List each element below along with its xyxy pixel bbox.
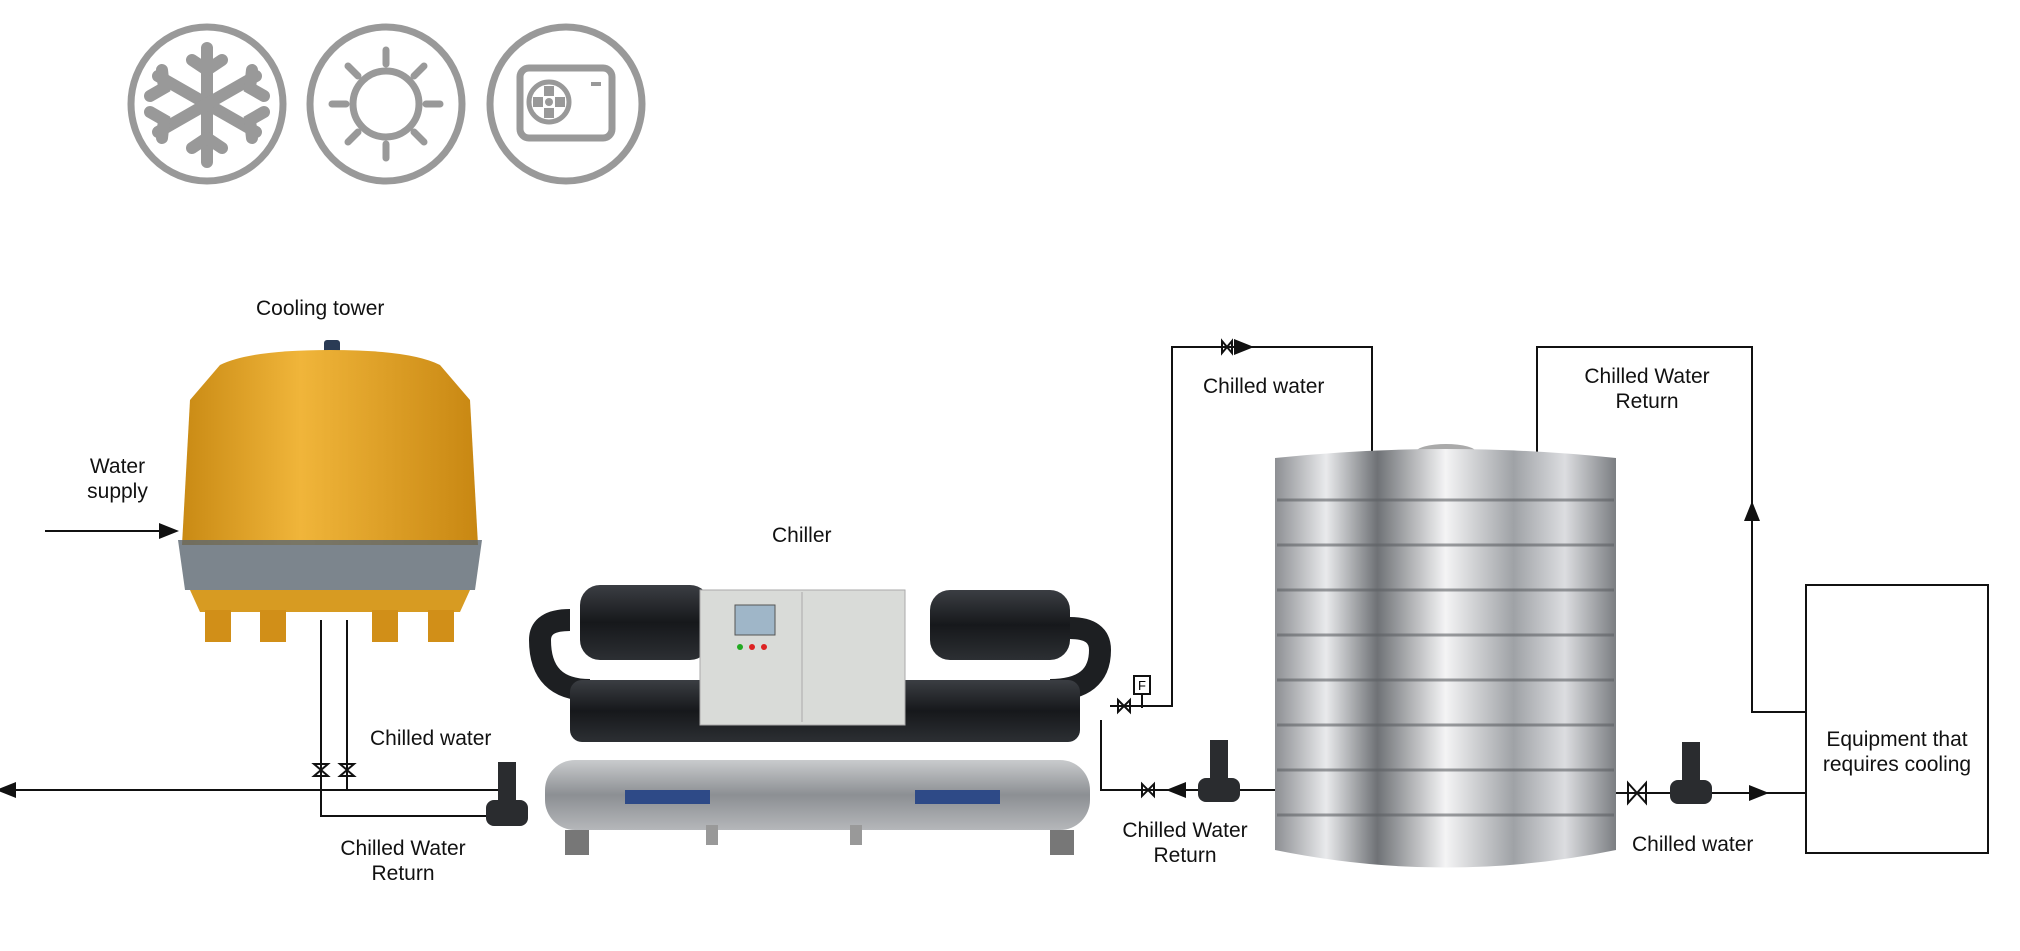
chilled-water-return-left-label: Chilled Water Return [328,836,478,886]
flow-meter-label: F [1138,678,1146,693]
chilled-water-left-label: Chilled water [370,727,492,750]
return-top-line1: Chilled Water [1584,365,1710,388]
equipment-line1: Equipment that [1826,728,1968,751]
chilled-water-top-label: Chilled water [1203,375,1325,398]
equipment-line2: requires cooling [1822,753,1972,776]
sun-icon [306,23,466,185]
return-bottom-line2: Return [1153,844,1217,867]
return-left-line1: Chilled Water [340,837,466,860]
cooling-tower-image [178,340,482,642]
water-tank-image [1275,444,1616,868]
chilled-water-right-label: Chilled water [1632,833,1754,856]
water-supply-line1: Water [89,455,146,478]
equipment-label: Equipment that requires cooling [1808,727,1986,777]
pump-icons [486,740,1712,826]
cooling-tower-label: Cooling tower [256,297,385,320]
water-supply-label: Water supply [80,454,155,504]
chiller-label: Chiller [772,524,832,547]
heat-pump-icon [486,23,646,185]
snowflake-icon [127,23,287,185]
chilled-water-return-top-label: Chilled Water Return [1572,364,1722,414]
return-left-line2: Return [371,862,435,885]
flow-meter-icon [1133,675,1151,708]
valve-icons [311,338,1647,806]
chilled-water-return-bottom-label: Chilled Water Return [1110,818,1260,868]
water-supply-line2: supply [87,480,148,503]
return-bottom-line1: Chilled Water [1122,819,1248,842]
chiller-image [528,585,1112,855]
return-top-line2: Return [1615,390,1679,413]
equipment-box [1805,584,1989,854]
